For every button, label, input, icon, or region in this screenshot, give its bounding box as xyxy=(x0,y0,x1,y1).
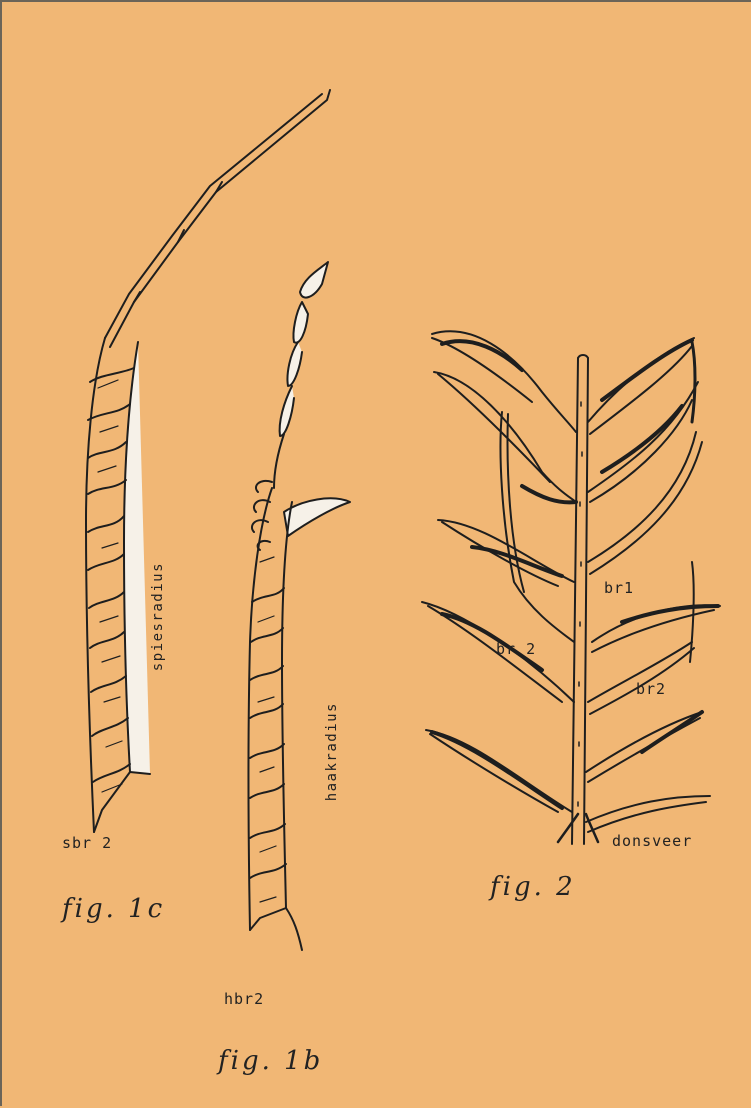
label-br2-right: br2 xyxy=(636,680,666,698)
label-sbr2: sbr 2 xyxy=(62,834,112,852)
caption-fig-1c: fig. 1c xyxy=(62,894,165,924)
label-hbr2: hbr2 xyxy=(224,990,264,1008)
label-spiesradius: spiesradius xyxy=(150,562,166,671)
caption-fig-1b: fig. 1b xyxy=(218,1046,323,1076)
label-br2-left: br 2 xyxy=(496,640,536,658)
label-br1: br1 xyxy=(604,579,634,597)
label-haakradius: haakradius xyxy=(324,702,340,801)
haakradius-drawing xyxy=(249,262,351,950)
label-donsveer: donsveer xyxy=(612,832,692,850)
caption-fig-2: fig. 2 xyxy=(490,872,576,902)
donsveer-drawing xyxy=(422,331,720,844)
spiesradius-drawing xyxy=(86,90,330,832)
